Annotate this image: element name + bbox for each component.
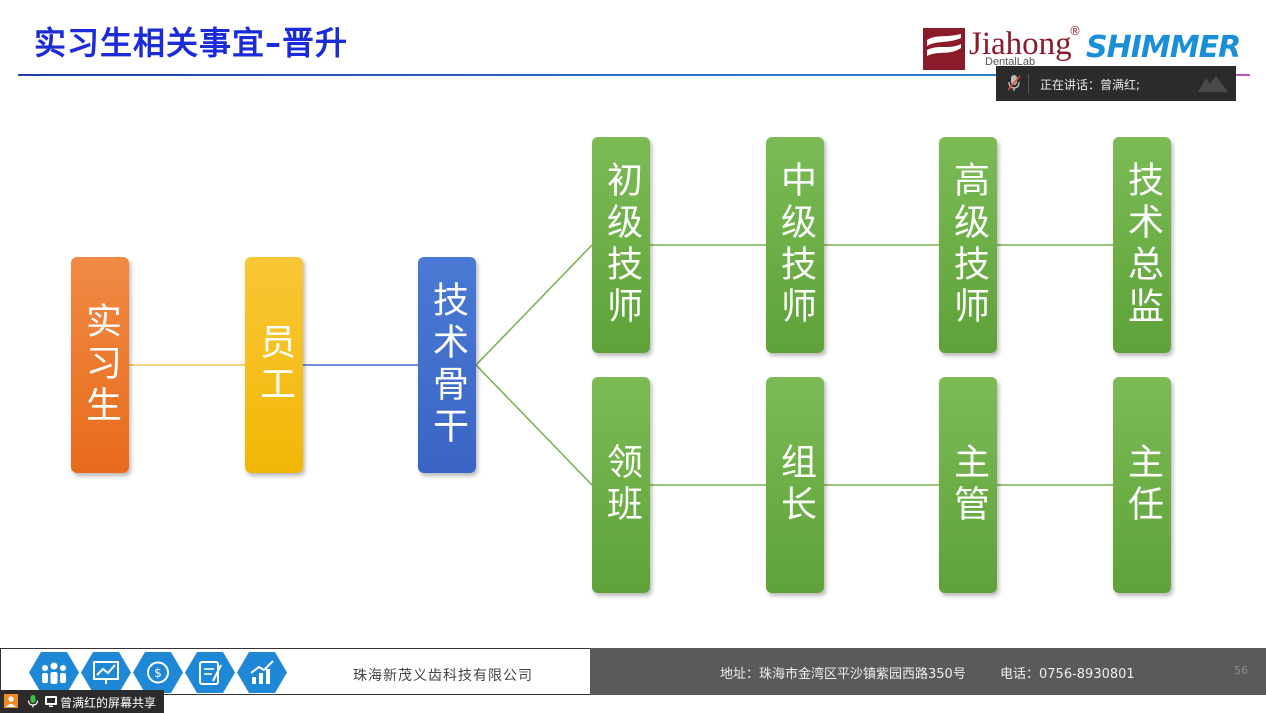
box-core-staff-label: 技术骨干 — [427, 281, 468, 449]
box-group-leader-label: 组长 — [775, 443, 816, 527]
team-icon — [29, 652, 79, 693]
edit-document-icon — [185, 652, 235, 693]
box-technical-director: 技术总监 — [1113, 137, 1171, 353]
microphone-muted-icon — [1007, 75, 1021, 91]
footer-right: 地址：珠海市金湾区平沙镇紫园西路350号 电话：0756-8930801 56 — [590, 648, 1266, 695]
jiahong-logo: Jiahong ® DentalLab — [923, 24, 1083, 70]
jiahong-logo-text: Jiahong — [969, 26, 1072, 62]
page-number: 56 — [1234, 664, 1248, 677]
screen-share-indicator[interactable]: 曾满红的屏幕共享 — [0, 690, 164, 713]
user-icon — [4, 694, 18, 708]
box-junior-technician-label: 初级技师 — [601, 161, 642, 329]
box-core-staff: 技术骨干 — [418, 257, 476, 473]
box-director: 主任 — [1113, 377, 1171, 593]
box-team-leader: 领班 — [592, 377, 650, 593]
box-senior-technician: 高级技师 — [939, 137, 997, 353]
box-technical-director-label: 技术总监 — [1122, 161, 1163, 329]
title-divider — [18, 74, 1250, 76]
growth-chart-icon — [237, 652, 287, 693]
box-employee-label: 员工 — [254, 323, 295, 407]
presentation-icon — [81, 652, 131, 693]
box-mid-technician-label: 中级技师 — [775, 161, 816, 329]
box-senior-technician-label: 高级技师 — [948, 161, 989, 329]
footer-left: $ 珠海新茂义齿科技有限公司 — [0, 648, 590, 695]
box-supervisor: 主管 — [939, 377, 997, 593]
speaker-indicator: 正在讲话：曾满红; — [996, 66, 1236, 101]
screen-share-label: 曾满红的屏幕共享 — [60, 696, 157, 710]
company-name: 珠海新茂义齿科技有限公司 — [353, 668, 533, 684]
speaker-separator — [1028, 74, 1029, 93]
microphone-icon[interactable] — [26, 694, 40, 708]
box-supervisor-label: 主管 — [948, 443, 989, 527]
box-group-leader: 组长 — [766, 377, 824, 593]
screen-share-icon[interactable] — [44, 694, 58, 708]
box-intern: 实习生 — [71, 257, 129, 473]
box-intern-label: 实习生 — [80, 302, 121, 428]
jiahong-logo-mark-icon — [923, 28, 965, 70]
box-employee: 员工 — [245, 257, 303, 473]
svg-text:$: $ — [154, 666, 162, 680]
money-cycle-icon: $ — [133, 652, 183, 693]
jiahong-registered-mark: ® — [1069, 24, 1081, 38]
company-address: 地址：珠海市金湾区平沙镇紫园西路350号 — [720, 667, 966, 682]
box-junior-technician: 初级技师 — [592, 137, 650, 353]
speaker-label: 正在讲话：曾满红; — [1040, 78, 1141, 92]
connector-core-junior — [475, 244, 593, 366]
watermark-icon — [1198, 76, 1228, 92]
connector-core-teamleader — [475, 364, 593, 486]
slide-title: 实习生相关事宜–晋升 — [34, 24, 349, 62]
company-phone: 电话：0756-8930801 — [1000, 667, 1135, 682]
shimmer-logo: SHIMMER — [1086, 30, 1241, 65]
jiahong-logo-subtext: DentalLab — [985, 56, 1036, 68]
box-director-label: 主任 — [1122, 443, 1163, 527]
box-team-leader-label: 领班 — [601, 443, 642, 527]
box-mid-technician: 中级技师 — [766, 137, 824, 353]
